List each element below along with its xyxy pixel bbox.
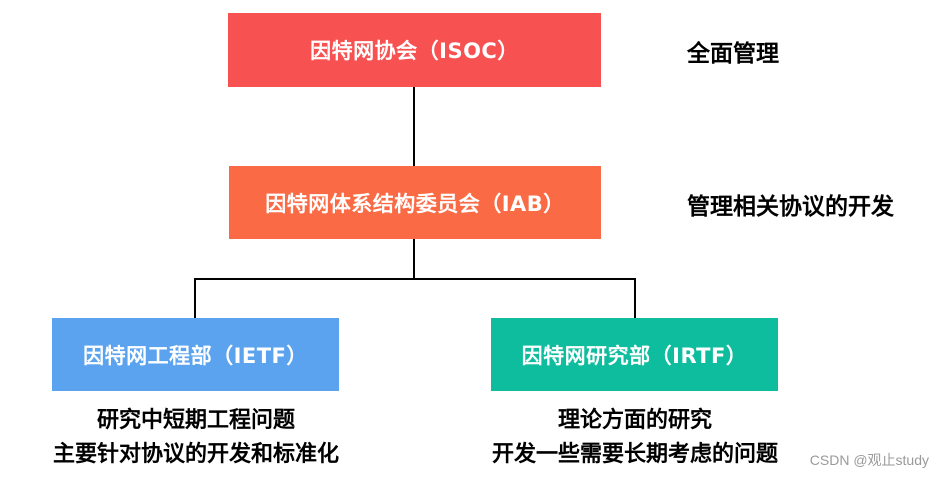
watermark: CSDN @观止study (809, 452, 929, 468)
node-irtf-label: 因特网研究部（IRTF） (521, 343, 748, 368)
node-ietf-label: 因特网工程部（IETF） (83, 343, 308, 368)
node-iab-label: 因特网体系结构委员会（IAB） (265, 191, 565, 216)
side-label-iab: 管理相关协议的开发 (687, 194, 894, 220)
description-ietf-line-1: 研究中短期工程问题 (96, 408, 295, 433)
description-irtf: 理论方面的研究 开发一些需要长期考虑的问题 (450, 404, 820, 472)
node-isoc-label: 因特网协会（ISOC） (310, 39, 519, 63)
node-isoc: 因特网协会（ISOC） (228, 13, 601, 87)
description-ietf-line-2: 主要针对协议的开发和标准化 (52, 442, 339, 467)
node-irtf: 因特网研究部（IRTF） (491, 318, 778, 391)
description-irtf-line-1: 理论方面的研究 (557, 408, 712, 433)
node-iab: 因特网体系结构委员会（IAB） (229, 166, 601, 239)
node-ietf: 因特网工程部（IETF） (52, 318, 339, 391)
side-label-isoc: 全面管理 (687, 41, 779, 67)
description-ietf: 研究中短期工程问题 主要针对协议的开发和标准化 (0, 404, 392, 472)
description-irtf-line-2: 开发一些需要长期考虑的问题 (491, 442, 778, 467)
